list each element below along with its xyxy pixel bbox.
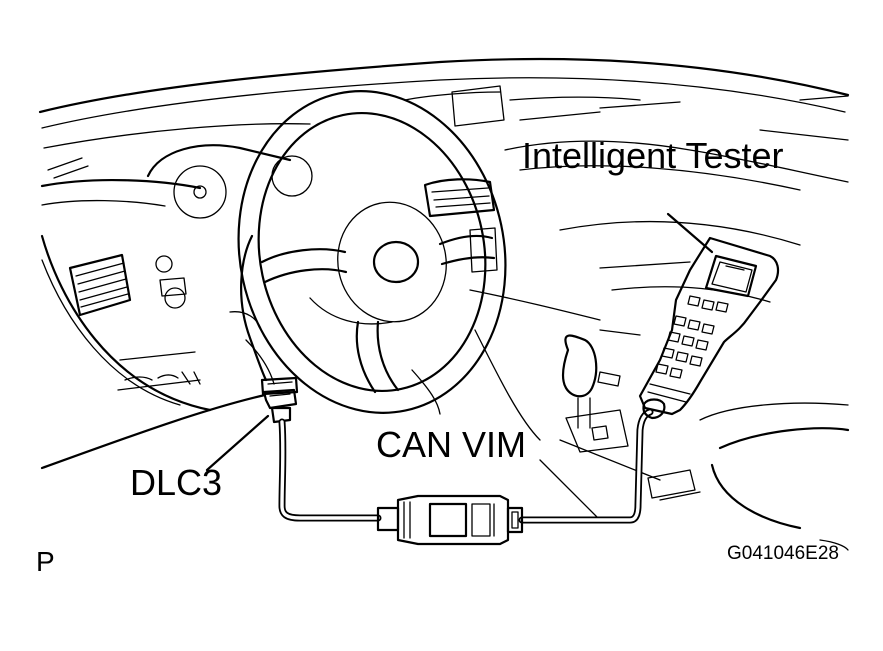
dlc3-connector [260, 376, 299, 424]
intelligent-tester-label: Intelligent Tester [522, 135, 784, 176]
dlc3-label: DLC3 [130, 462, 223, 503]
steering-wheel [237, 90, 507, 414]
figure-code: G041046E28 [727, 543, 839, 564]
dlc3-leader-line [205, 414, 270, 472]
cable-vim-to-tester [518, 408, 654, 524]
intelligent-tester-device [638, 236, 780, 420]
seat [647, 402, 850, 551]
cable-dlc3-to-vim [278, 418, 382, 522]
steering-column [229, 234, 441, 415]
dashboard-outline [38, 57, 850, 470]
left-air-vent [68, 253, 132, 317]
can-vim-module [376, 494, 524, 546]
instrument-cluster [146, 144, 313, 309]
can-vim-label: CAN VIM [376, 424, 527, 465]
gear-shift-lever [539, 334, 629, 521]
corner-mark: P [36, 546, 55, 577]
tester-leader-line [666, 212, 714, 254]
